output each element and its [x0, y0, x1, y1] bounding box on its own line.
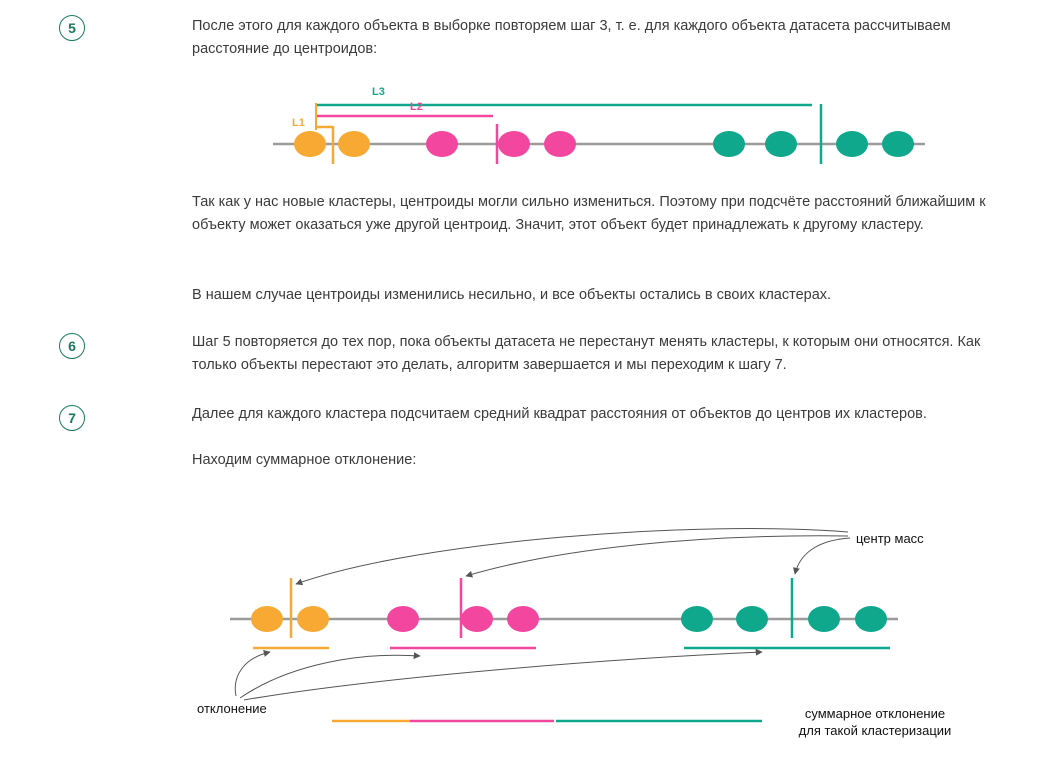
l2-label: L2 [410, 101, 423, 113]
point-pink [498, 131, 530, 157]
point-pink [387, 606, 419, 632]
arrow-deviation-to-orange [234, 650, 271, 697]
point-teal [736, 606, 768, 632]
point-orange [297, 606, 329, 632]
step-7-text-1: Далее для каждого кластера подсчитаем ср… [192, 406, 927, 422]
point-teal [681, 606, 713, 632]
arrow-deviation-to-teal [243, 648, 763, 701]
step-5-text-1: После этого для каждого объекта в выборк… [192, 18, 951, 57]
step-5-text-3: В нашем случае центроиды изменились неси… [192, 287, 832, 303]
point-pink [544, 131, 576, 157]
step-6-badge: 6 [59, 333, 85, 359]
point-teal [765, 131, 797, 157]
point-pink [507, 606, 539, 632]
l1-label: L1 [292, 117, 305, 129]
point-pink [426, 131, 458, 157]
l3-label: L3 [372, 86, 385, 98]
total-deviation-label-1: суммарное отклонение [805, 706, 945, 721]
point-teal [808, 606, 840, 632]
step-7-badge: 7 [59, 405, 85, 431]
arrow-center-to-pink [465, 535, 849, 578]
total-deviation-label-2: для такой кластеризации [799, 723, 952, 738]
step-6-text: Шаг 5 повторяется до тех пор, пока объек… [192, 334, 981, 373]
point-pink [461, 606, 493, 632]
point-orange [251, 606, 283, 632]
point-orange [294, 131, 326, 157]
point-teal [882, 131, 914, 157]
point-teal [713, 131, 745, 157]
point-orange [338, 131, 370, 157]
step-5-badge: 5 [59, 15, 85, 41]
step-7-text-2: Находим суммарное отклонение: [192, 452, 417, 468]
point-teal [836, 131, 868, 157]
step-5-text-2: Так как у нас новые кластеры, центроиды … [192, 194, 986, 233]
deviation-label: отклонение [197, 701, 267, 716]
point-teal [855, 606, 887, 632]
center-of-mass-label: центр масс [856, 531, 924, 546]
arrow-deviation-to-pink [239, 652, 421, 699]
arrow-center-to-teal [792, 537, 851, 575]
arrow-center-to-orange [295, 528, 849, 586]
